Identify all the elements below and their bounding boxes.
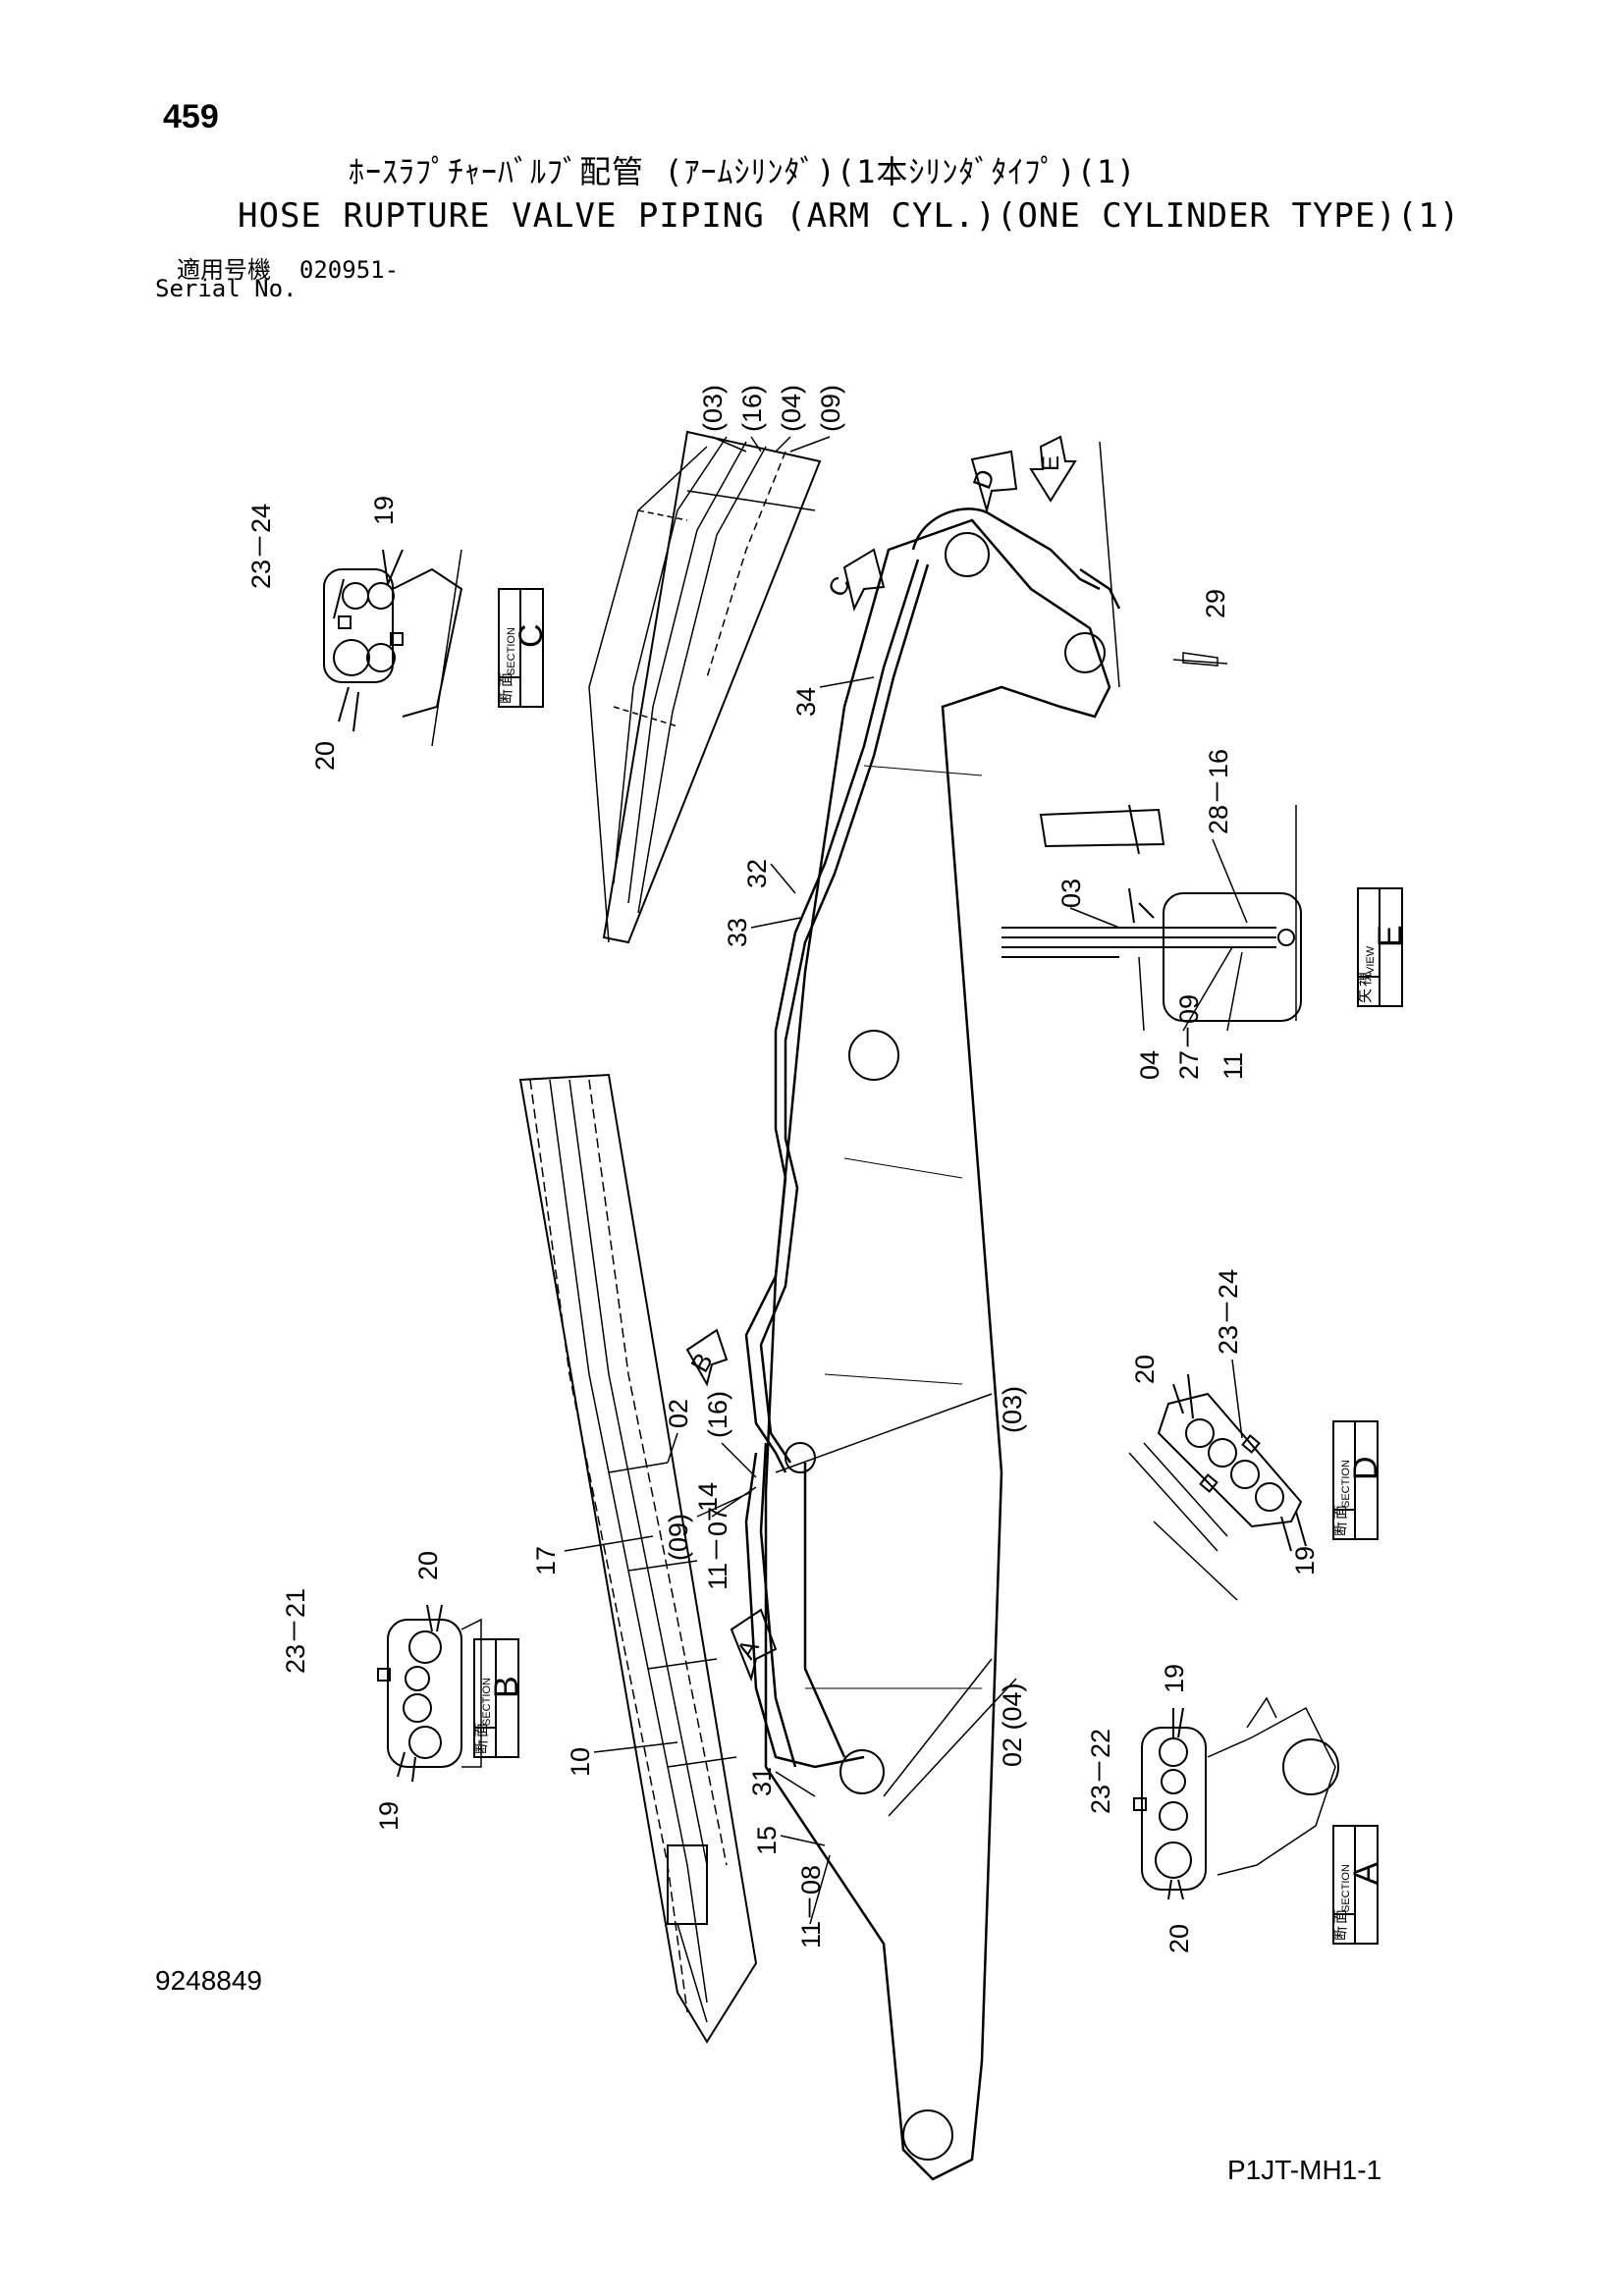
view-e-callout-11: 11 bbox=[1218, 1052, 1248, 1080]
arrow-b-letter: B bbox=[684, 1348, 719, 1377]
title-japanese: ﾎｰｽﾗﾌﾟﾁｬｰﾊﾞﾙﾌﾞ配管 (ｱｰﾑｼﾘﾝﾀﾞ)(1本ｼﾘﾝﾀﾞﾀｲﾌﾟ)… bbox=[349, 153, 1137, 190]
callout-17: 17 bbox=[531, 1546, 561, 1575]
section-b-callout-19: 19 bbox=[374, 1801, 404, 1831]
arrow-e-letter: E bbox=[1038, 455, 1064, 471]
section-a-callout-19: 19 bbox=[1160, 1664, 1189, 1693]
section-d-letter: D bbox=[1347, 1456, 1384, 1480]
section-d-box: 断 面 SECTION D bbox=[1332, 1420, 1384, 1540]
view-e-kanji-ya: 矢 bbox=[1357, 988, 1374, 1003]
document-number: 9248849 bbox=[155, 1965, 263, 1996]
title-english: HOSE RUPTURE VALVE PIPING (ARM CYL.)(ONE… bbox=[238, 196, 1461, 236]
section-c-callout-20: 20 bbox=[310, 741, 340, 771]
section-b-kanji-men: 面 bbox=[473, 1723, 490, 1737]
section-b-letter: B bbox=[488, 1676, 525, 1698]
section-a-kanji-men: 面 bbox=[1332, 1909, 1349, 1924]
callout-11-07: 11－07 bbox=[703, 1507, 732, 1590]
view-e-letter: E bbox=[1372, 925, 1409, 947]
section-b-detail bbox=[377, 1604, 482, 1783]
section-a-detail bbox=[1133, 1696, 1339, 1900]
view-e-callout-04: 04 bbox=[1135, 1050, 1164, 1080]
view-e-callout-03: 03 bbox=[1056, 879, 1086, 908]
section-d-callout-23-24: 23－24 bbox=[1214, 1269, 1243, 1355]
hose-route bbox=[744, 507, 1121, 1769]
section-a-callout-20: 20 bbox=[1164, 1924, 1194, 1953]
section-c-detail bbox=[323, 549, 463, 747]
callout-33: 33 bbox=[723, 918, 752, 947]
view-e-callout-27-09: 27－09 bbox=[1174, 994, 1204, 1080]
arrow-a-letter: A bbox=[731, 1633, 765, 1664]
section-c-callout-23-24: 23－24 bbox=[246, 504, 276, 589]
view-e-box: 矢 視 VIEW E bbox=[1357, 887, 1409, 1007]
section-c-box: 断 面 SECTION C bbox=[498, 588, 550, 708]
section-b-callout-20: 20 bbox=[413, 1551, 443, 1580]
section-d-callout-20: 20 bbox=[1130, 1355, 1160, 1384]
section-a-word: SECTION bbox=[1340, 1864, 1352, 1912]
callout-11-08: 11－08 bbox=[796, 1865, 826, 1949]
section-d-callout-19: 19 bbox=[1290, 1546, 1320, 1575]
page-code: P1JT-MH1-1 bbox=[1227, 2155, 1382, 2185]
section-b-box: 断 面 SECTION B bbox=[473, 1638, 525, 1758]
arm-body bbox=[764, 518, 1111, 2181]
section-b-callout-23-21: 23－21 bbox=[281, 1588, 310, 1674]
section-a-callout-23-22: 23－22 bbox=[1086, 1729, 1115, 1814]
top-right-pieces bbox=[1099, 441, 1228, 688]
section-d-kanji-men: 面 bbox=[1332, 1505, 1349, 1520]
callout-04: (04) bbox=[777, 385, 806, 432]
section-b-word: SECTION bbox=[481, 1678, 493, 1726]
callout-03-lower: (03) bbox=[998, 1386, 1027, 1433]
callout-02-04: 02 (04) bbox=[998, 1682, 1027, 1767]
callout-31: 31 bbox=[747, 1767, 777, 1796]
section-b-kanji-dan: 断 bbox=[473, 1739, 490, 1754]
section-c-callout-19: 19 bbox=[369, 496, 399, 525]
callout-34: 34 bbox=[791, 687, 821, 717]
callout-10: 10 bbox=[566, 1747, 595, 1777]
serial-label-jp: 適用号機 bbox=[177, 256, 271, 284]
section-c-word: SECTION bbox=[506, 627, 517, 675]
section-a-box: 断 面 SECTION A bbox=[1332, 1825, 1384, 1945]
callout-09: (09) bbox=[816, 385, 845, 432]
callout-32: 32 bbox=[742, 859, 772, 888]
serial-label-en: Serial No. bbox=[155, 275, 298, 302]
callout-09-lower: (09) bbox=[664, 1514, 693, 1561]
section-c-kanji-dan: 断 bbox=[498, 689, 514, 704]
section-a-kanji-dan: 断 bbox=[1332, 1926, 1349, 1941]
lower-left-strip bbox=[518, 1073, 758, 2044]
view-e-detail bbox=[1001, 804, 1302, 1022]
callout-16-lower: (16) bbox=[703, 1391, 732, 1438]
callout-03: (03) bbox=[698, 385, 728, 432]
section-c-kanji-men: 面 bbox=[498, 672, 514, 687]
view-e-callout-28-16: 28－16 bbox=[1204, 749, 1233, 834]
section-d-kanji-dan: 断 bbox=[1332, 1522, 1349, 1536]
view-arrow-d: D bbox=[966, 450, 1018, 514]
callout-29: 29 bbox=[1201, 589, 1230, 618]
section-d-detail bbox=[1128, 1373, 1307, 1601]
view-arrow-b: B bbox=[684, 1328, 729, 1387]
callout-15: 15 bbox=[752, 1826, 782, 1855]
section-c-letter: C bbox=[513, 623, 550, 648]
view-e-kanji-shi: 視 bbox=[1357, 972, 1374, 987]
arrow-d-letter: D bbox=[966, 465, 1001, 493]
page-number: 459 bbox=[163, 98, 219, 135]
top-callouts: (03) (16) (04) (09) bbox=[698, 385, 845, 432]
upper-detail-strip bbox=[588, 430, 822, 944]
callout-02-upper: 02 bbox=[664, 1399, 693, 1428]
view-e-word: VIEW bbox=[1365, 945, 1377, 974]
callout-16: (16) bbox=[737, 385, 767, 432]
serial-line: 適用号機 020951- bbox=[177, 250, 399, 285]
section-d-word: SECTION bbox=[1340, 1460, 1352, 1508]
serial-value: 020951- bbox=[298, 256, 400, 284]
section-a-letter: A bbox=[1347, 1862, 1384, 1885]
view-arrow-e: E bbox=[1029, 435, 1077, 503]
